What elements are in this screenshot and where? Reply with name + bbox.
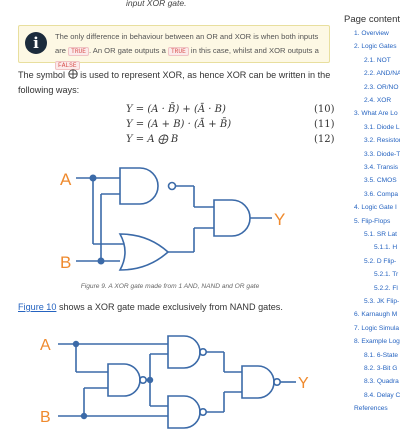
sidebar-item[interactable]: 2. Logic Gates <box>354 43 397 51</box>
sidebar-item[interactable]: 5.1.1. H <box>374 244 398 252</box>
page-contents-sidebar: Page contents 1. Overview 2. Logic Gates 2… <box>340 0 400 431</box>
paragraph-text: following ways: <box>18 85 80 95</box>
equation-number-11: (11) <box>314 119 335 130</box>
input-a-label: A <box>60 170 72 189</box>
sidebar-item[interactable]: 8.4. Delay C <box>364 391 400 399</box>
sidebar-item[interactable]: 3.3. Diode-T <box>364 150 400 158</box>
figure-10-link[interactable]: Figure 10 <box>18 302 57 312</box>
sidebar-item[interactable]: 7. Logic Simula <box>354 324 400 332</box>
xor-symbol-paragraph: The symbol is used to represent XOR, as … <box>18 68 336 98</box>
output-y-label: Y <box>274 210 285 229</box>
sidebar-item[interactable]: 2.4. XOR <box>364 97 392 104</box>
sidebar-item[interactable]: 3.5. CMOS <box>364 177 397 185</box>
previous-figure-caption: input XOR gate. <box>126 0 187 8</box>
info-box: i The only difference in behaviour betwe… <box>18 25 330 70</box>
sidebar-item[interactable]: 5.3. JK Flip- <box>364 298 400 305</box>
sidebar-item[interactable]: 3.2. Resistor <box>364 137 400 145</box>
figure-9-xor-circuit: A B Y <box>60 167 285 272</box>
equation-number-10: (10) <box>314 104 335 115</box>
junction-dot <box>89 174 97 182</box>
output-y-label: Y <box>298 375 309 392</box>
junction-dot <box>72 340 80 348</box>
code-false: FALSE <box>55 61 80 70</box>
equation-12: Y = A ⨁ B <box>126 134 179 145</box>
sidebar-item[interactable]: 2.3. OR/NO <box>364 83 399 91</box>
info-text-part: The only difference in behaviour between… <box>55 32 319 55</box>
code-true: TRUE <box>68 46 89 56</box>
equation-10: Y = (A · B̄) + (Ā · B) <box>126 104 226 115</box>
article-content: input XOR gate. i The only difference in… <box>18 0 336 429</box>
sidebar-item[interactable]: 5.2.2. Fl <box>374 284 398 292</box>
info-text-part: . An OR gate outputs a <box>88 45 166 55</box>
sidebar-item[interactable]: 3. What Are Lo <box>354 110 398 118</box>
sidebar-item[interactable]: 5.1. SR Lat <box>364 231 397 238</box>
sidebar-item[interactable]: 5. Flip-Flops <box>354 217 391 225</box>
info-text-part: in this case, whilst and XOR outputs a <box>190 45 319 55</box>
sidebar-item[interactable]: 8.1. 6-State <box>364 351 399 359</box>
junction-dot <box>146 376 154 384</box>
info-icon: i <box>25 32 47 54</box>
equation-number-12: (12) <box>314 134 335 145</box>
paragraph-text: is used to represent XOR, as hence XOR c… <box>80 70 331 80</box>
sidebar-item[interactable]: 5.2. D Flip- <box>364 257 397 265</box>
sidebar-item[interactable]: 5.2.1. Tr <box>374 271 399 279</box>
figure-9-caption: Figure 9. A XOR gate made from 1 AND, NA… <box>80 283 260 290</box>
sidebar-item[interactable]: 2.2. AND/NA <box>364 70 400 78</box>
sidebar-item[interactable]: 8.3. Quadra <box>364 378 399 386</box>
sidebar-item[interactable]: 8.2. 3-Bit G <box>364 365 398 372</box>
sidebar-title: Page contents <box>344 14 400 25</box>
sidebar-item[interactable]: 3.4. Transis <box>364 164 399 171</box>
paragraph-text: The symbol <box>18 70 66 80</box>
equation-11: Y = (A + B) · (Ā + B̄) <box>126 119 232 130</box>
nand-xor-paragraph: Figure 10 shows a XOR gate made exclusiv… <box>18 300 283 315</box>
input-a-label: A <box>40 337 51 354</box>
sidebar-item[interactable]: 1. Overview <box>354 30 389 37</box>
figure-10-nand-xor-circuit: A B Y <box>40 335 309 429</box>
code-true: TRUE <box>167 46 189 56</box>
sidebar-item[interactable]: 6. Karnaugh M <box>354 311 398 319</box>
sidebar-item[interactable]: 2.1. NOT <box>364 56 391 64</box>
sidebar-item[interactable]: 8. Example Log <box>354 338 400 346</box>
junction-dot <box>80 412 88 420</box>
input-b-label: B <box>40 409 51 426</box>
sidebar-item[interactable]: 4. Logic Gate I <box>354 204 397 212</box>
xor-symbol-icon <box>67 69 78 79</box>
input-b-label: B <box>60 253 71 272</box>
sidebar-item[interactable]: 3.6. Compa <box>364 190 399 198</box>
info-text: The only difference in behaviour between… <box>55 30 327 73</box>
junction-dot <box>97 257 105 265</box>
sidebar-item[interactable]: 3.1. Diode L <box>364 123 400 131</box>
paragraph-text: shows a XOR gate made exclusively from N… <box>58 302 283 312</box>
sidebar-item[interactable]: References <box>354 405 388 413</box>
